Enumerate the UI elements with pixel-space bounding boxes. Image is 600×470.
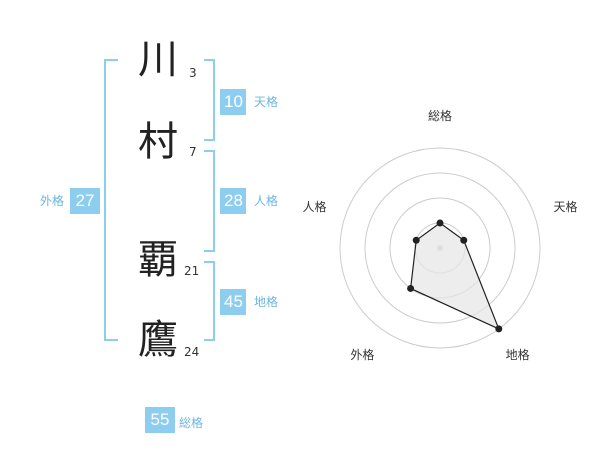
- radar-axis-label-1: 総格: [428, 108, 452, 123]
- stroke-count-4: 24: [184, 345, 200, 359]
- name-char-1: 川: [138, 37, 178, 83]
- radar-point-1: [436, 219, 444, 227]
- radar-point-3: [495, 325, 503, 333]
- radar-grid-ring: [339, 147, 541, 349]
- radar-point-2: [460, 236, 468, 244]
- chikaku-bracket: [204, 261, 215, 341]
- tenkaku-bracket: [204, 59, 215, 141]
- tenkaku-score: 10: [220, 89, 246, 115]
- jinkaku-bracket: [204, 150, 215, 252]
- radar-axis-label-2: 天格: [554, 199, 578, 214]
- soukaku-score: 55: [145, 407, 175, 433]
- gaikaku-score: 27: [70, 188, 100, 214]
- name-char-3: 覇: [138, 237, 178, 283]
- stroke-count-1: 3: [189, 66, 197, 80]
- stroke-count-2: 7: [189, 145, 197, 159]
- radar-axis-label-3: 地格: [506, 347, 530, 362]
- radar-grid-ring: [364, 172, 516, 324]
- chikaku-score: 45: [220, 289, 246, 315]
- radar-point-4: [407, 284, 415, 292]
- radar-axis-label-4: 外格: [350, 347, 374, 362]
- radar-axis-label-5: 人格: [302, 199, 326, 214]
- radar-point-5: [412, 236, 420, 244]
- name-char-4: 鷹: [138, 317, 178, 363]
- jinkaku-label: 人格: [254, 194, 279, 208]
- tenkaku-label: 天格: [254, 95, 279, 109]
- gaikaku-label: 外格: [40, 194, 65, 208]
- chikaku-label: 地格: [254, 295, 279, 309]
- stroke-count-3: 21: [184, 264, 200, 278]
- jinkaku-score: 28: [220, 188, 246, 214]
- gaikaku-bracket: [104, 59, 118, 341]
- name-char-2: 村: [138, 119, 178, 165]
- radar-data-polygon: [409, 222, 500, 331]
- soukaku-label: 総格: [179, 416, 204, 430]
